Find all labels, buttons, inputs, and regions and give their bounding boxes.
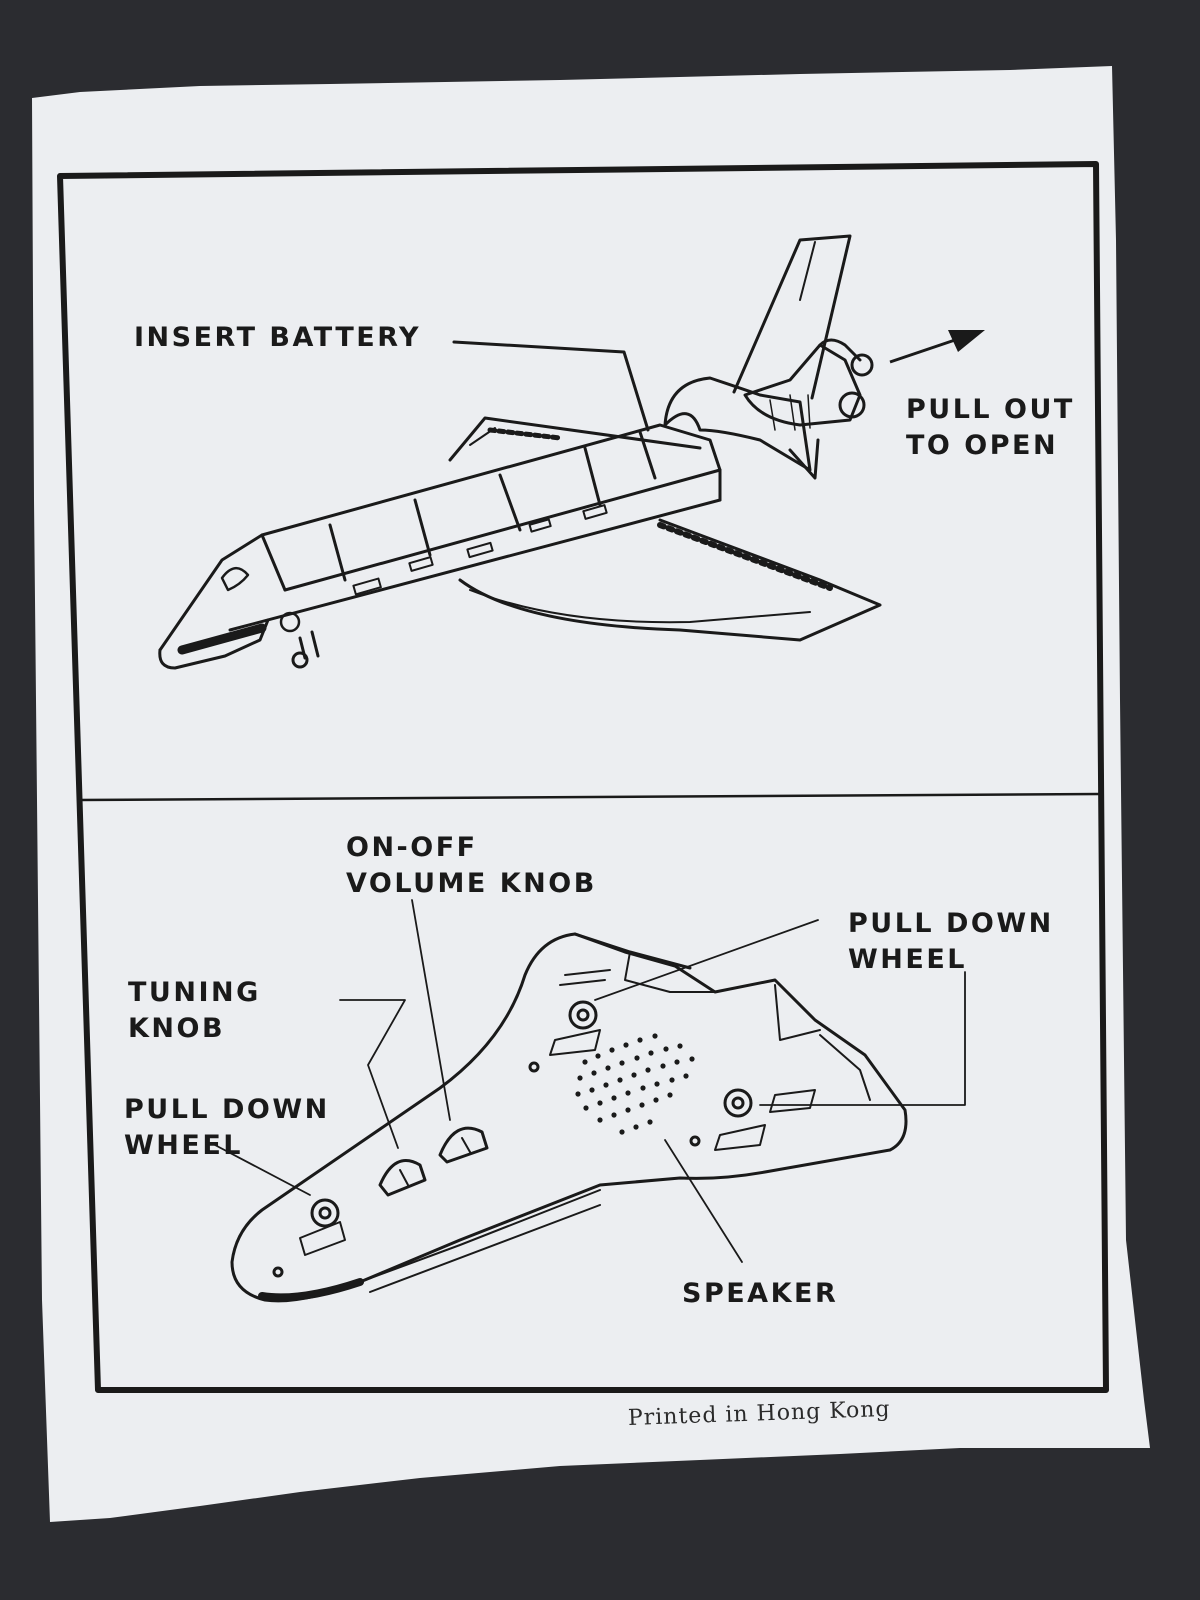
pull-out-to-open-label: PULL OUT TO OPEN xyxy=(906,392,1075,464)
pull-down-left-line-2: WHEEL xyxy=(124,1130,243,1161)
pull-out-line-2: TO OPEN xyxy=(906,430,1059,461)
pull-out-line-1: PULL OUT xyxy=(906,394,1075,425)
speaker-grille-icon xyxy=(575,1033,695,1135)
insert-battery-label: INSERT BATTERY xyxy=(134,320,421,356)
pull-down-left-line-1: PULL DOWN xyxy=(124,1094,330,1125)
insert-battery-text: INSERT BATTERY xyxy=(134,322,422,353)
outer-border xyxy=(57,161,1109,1393)
tuning-knob-label: TUNING KNOB xyxy=(128,975,261,1047)
pull-down-right-line-2: WHEEL xyxy=(848,944,967,975)
shuttle-side-illustration xyxy=(158,234,882,670)
tuning-line-2: KNOB xyxy=(128,1013,226,1044)
pull-down-right-line-1: PULL DOWN xyxy=(848,908,1054,939)
shuttle-underside-illustration xyxy=(214,899,966,1303)
on-off-line-1: ON-OFF xyxy=(346,832,478,863)
panel-divider xyxy=(77,792,1101,802)
on-off-line-2: VOLUME KNOB xyxy=(346,868,597,899)
speaker-label: SPEAKER xyxy=(682,1276,838,1312)
speaker-text: SPEAKER xyxy=(682,1278,839,1309)
pull-out-arrow-icon xyxy=(889,330,985,364)
pull-down-wheel-right-label: PULL DOWN WHEEL xyxy=(848,906,1054,978)
pull-down-wheel-left-label: PULL DOWN WHEEL xyxy=(124,1092,330,1164)
on-off-volume-knob-label: ON-OFF VOLUME KNOB xyxy=(346,830,597,902)
paper-sheet xyxy=(32,66,1150,1522)
tuning-line-1: TUNING xyxy=(128,977,261,1008)
